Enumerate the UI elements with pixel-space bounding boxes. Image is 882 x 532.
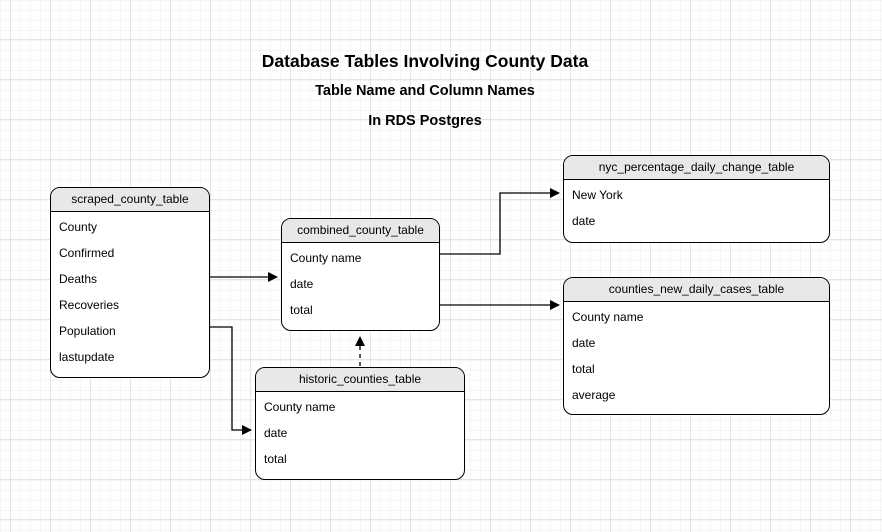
column-row: Deaths [59,272,98,286]
column-row: average [572,388,616,402]
column-row: total [264,452,287,466]
column-row: County name [290,251,362,265]
table-nyc-percentage-daily-change-header[interactable]: nyc_percentage_daily_change_table [564,156,829,180]
table-historic-counties-rows: County name date total [256,392,464,480]
column-row: Recoveries [59,298,120,312]
column-row: New York [572,188,623,202]
column-row: Population [59,324,116,338]
edge-scraped-to-historic[interactable] [210,326,252,435]
column-row: County name [264,400,336,414]
diagram-subtitle-2: In RDS Postgres [368,113,482,129]
column-row: County name [572,310,644,324]
diagram-title: Database Tables Involving County Data [261,51,589,71]
table-scraped-county-rows: County Confirmed Deaths Recoveries Popul… [51,212,209,378]
column-row: date [264,426,288,440]
column-row: total [572,362,595,376]
table-counties-new-daily-cases[interactable]: counties_new_daily_cases_table County na… [563,277,830,415]
column-row: date [572,214,596,228]
column-row: lastupdate [59,350,115,364]
table-counties-new-daily-cases-rows: County name date total average [564,302,829,416]
table-nyc-percentage-daily-change[interactable]: nyc_percentage_daily_change_table New Yo… [563,155,830,243]
table-historic-counties[interactable]: historic_counties_table County name date… [255,367,465,480]
diagram-subtitle-1: Table Name and Column Names [315,83,535,99]
column-row: date [572,336,596,350]
table-scraped-county-header[interactable]: scraped_county_table [51,188,209,212]
table-historic-counties-header[interactable]: historic_counties_table [256,368,464,392]
table-combined-county-header[interactable]: combined_county_table [282,219,439,243]
table-combined-county[interactable]: combined_county_table County name date t… [281,218,440,331]
table-combined-county-rows: County name date total [282,243,439,331]
column-row: total [290,303,313,317]
column-row: County [59,220,98,234]
column-row: date [290,277,314,291]
table-counties-new-daily-cases-header[interactable]: counties_new_daily_cases_table [564,278,829,302]
table-scraped-county[interactable]: scraped_county_table County Confirmed De… [50,187,210,378]
edge-combined-to-nyc[interactable] [440,188,560,255]
table-nyc-percentage-daily-change-rows: New York date [564,180,829,242]
diagram-title-block[interactable]: Database Tables Involving County Data Ta… [0,46,850,136]
column-row: Confirmed [59,246,115,260]
